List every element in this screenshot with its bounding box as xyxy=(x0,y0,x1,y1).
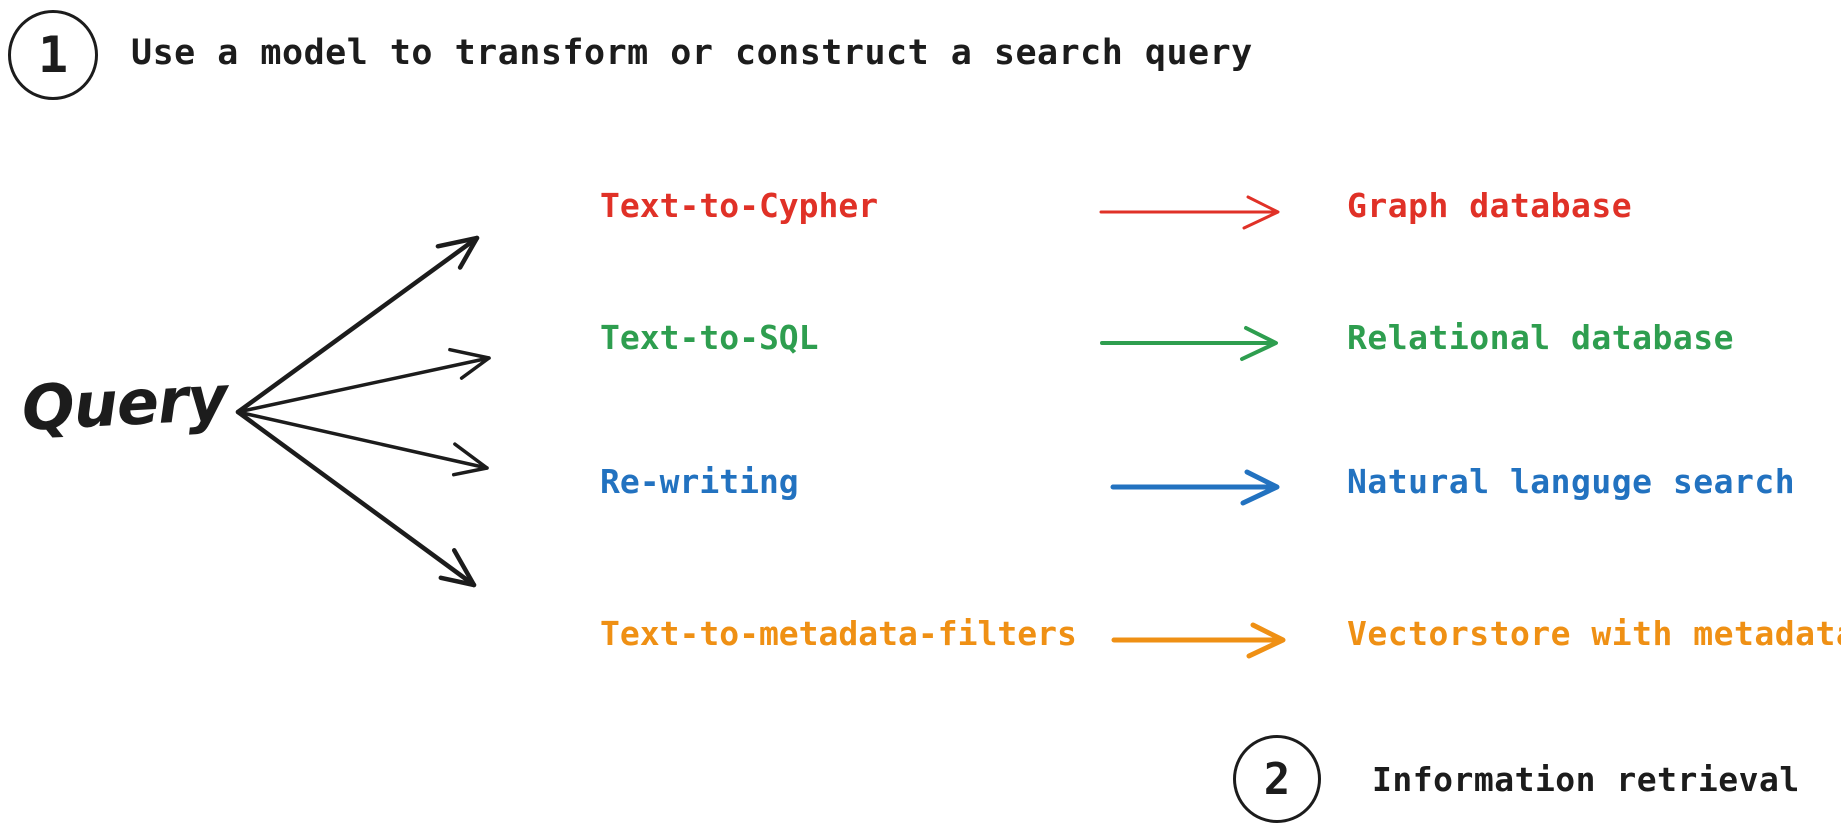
row-arrow-2 xyxy=(1110,469,1280,506)
row-arrow-0 xyxy=(1099,195,1280,230)
query-branch-arrow-3 xyxy=(235,409,477,588)
method-label-0: Text-to-Cypher xyxy=(600,186,879,225)
target-label-2: Natural languge search xyxy=(1347,462,1796,501)
query-branch-arrow-2 xyxy=(236,410,489,477)
query-branch-arrow-1 xyxy=(236,347,491,414)
target-label-1: Relational database xyxy=(1347,318,1734,357)
query-branch-arrow-0 xyxy=(235,235,480,415)
step-2-heading: Information retrieval xyxy=(1372,760,1800,799)
query-source-label: Query xyxy=(20,361,229,445)
method-label-3: Text-to-metadata-filters xyxy=(600,614,1077,653)
row-arrow-1 xyxy=(1100,326,1278,361)
step-1-heading: Use a model to transform or construct a … xyxy=(131,33,1253,73)
step-2-badge: 2 xyxy=(1233,735,1321,823)
step-1-badge: 1 xyxy=(8,10,98,100)
method-label-2: Re-writing xyxy=(600,462,799,501)
row-arrow-3 xyxy=(1111,622,1286,659)
method-label-1: Text-to-SQL xyxy=(600,318,819,357)
target-label-3: Vectorstore with metadata xyxy=(1347,614,1841,653)
target-label-0: Graph database xyxy=(1347,186,1633,225)
